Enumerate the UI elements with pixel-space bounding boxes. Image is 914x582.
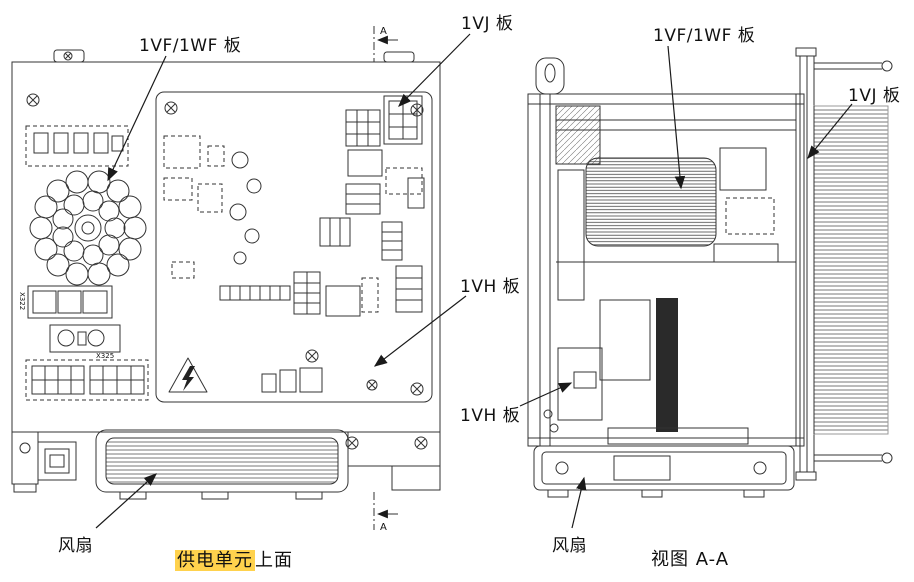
- connector-ref-x322: X322: [18, 292, 26, 310]
- label-1vf1wf-left: 1VF/1WF 板: [139, 36, 242, 56]
- bottom-left-connectors: [25, 359, 149, 401]
- section-marker-top: A: [373, 26, 398, 62]
- right-view-drawing: [527, 47, 893, 498]
- connector-ref-x325: X325: [96, 352, 114, 360]
- caption-left-view: 供电单元上面: [175, 546, 293, 572]
- section-internals: [543, 105, 796, 445]
- label-1vj-right: 1VJ 板: [848, 86, 901, 106]
- label-1vh-right: 1VH 板: [460, 406, 521, 426]
- top-right-connectors: [293, 95, 425, 317]
- vh-board-area: [261, 367, 323, 393]
- label-fan-left: 风扇: [58, 536, 93, 556]
- left-view-drawing: X322 X325: [11, 26, 441, 533]
- high-voltage-warning-icon: [168, 357, 208, 393]
- mount-tab-top-left: [53, 49, 85, 63]
- label-1vf1wf-right: 1VF/1WF 板: [653, 26, 756, 46]
- label-fan-right: 风扇: [552, 536, 587, 556]
- hanger-tab: [535, 57, 565, 95]
- tie-rod-bottom: [814, 452, 893, 464]
- leader-1vf1wf-left: [107, 55, 167, 182]
- housing-outline: [11, 61, 441, 433]
- fan-unit-section: [533, 445, 795, 498]
- terminal-block: X322: [18, 285, 113, 319]
- leader-1vj-right: [807, 103, 853, 160]
- section-marker-bottom: A: [373, 492, 398, 533]
- fuse-holder: X325: [49, 324, 121, 360]
- left-component-bank: [25, 125, 129, 167]
- vh-board-section: [573, 371, 597, 389]
- svg-text:A: A: [380, 26, 387, 37]
- leader-lines: [95, 33, 853, 529]
- fan-unit: [11, 429, 441, 500]
- heatsink-fins: [813, 105, 889, 435]
- leader-fan-right: [571, 476, 587, 529]
- label-1vj-left: 1VJ 板: [461, 14, 514, 34]
- main-board-outline: [155, 91, 433, 403]
- dark-bus-bar: [656, 298, 678, 432]
- leader-1vh-left: [373, 295, 467, 367]
- tie-rod-top: [814, 60, 893, 72]
- caption-view-aa: 视图 A-A: [651, 549, 730, 570]
- board-mid-components: [163, 135, 291, 301]
- mount-tab-top-right: [383, 51, 415, 63]
- svg-text:A: A: [380, 522, 387, 533]
- transformer-coil: [585, 157, 717, 247]
- leader-1vf1wf-right: [667, 45, 686, 190]
- leader-fan-left: [95, 473, 157, 529]
- caption-suffix: 上面: [255, 550, 293, 571]
- highlighted-caption-text: 供电单元: [175, 550, 255, 571]
- fan-rotor: [29, 170, 147, 286]
- vj-board-plate: [795, 47, 817, 481]
- label-1vh-left: 1VH 板: [460, 277, 521, 297]
- leader-1vh-right: [519, 382, 573, 407]
- leader-1vj-left: [398, 33, 471, 107]
- screw-icons: [26, 93, 428, 450]
